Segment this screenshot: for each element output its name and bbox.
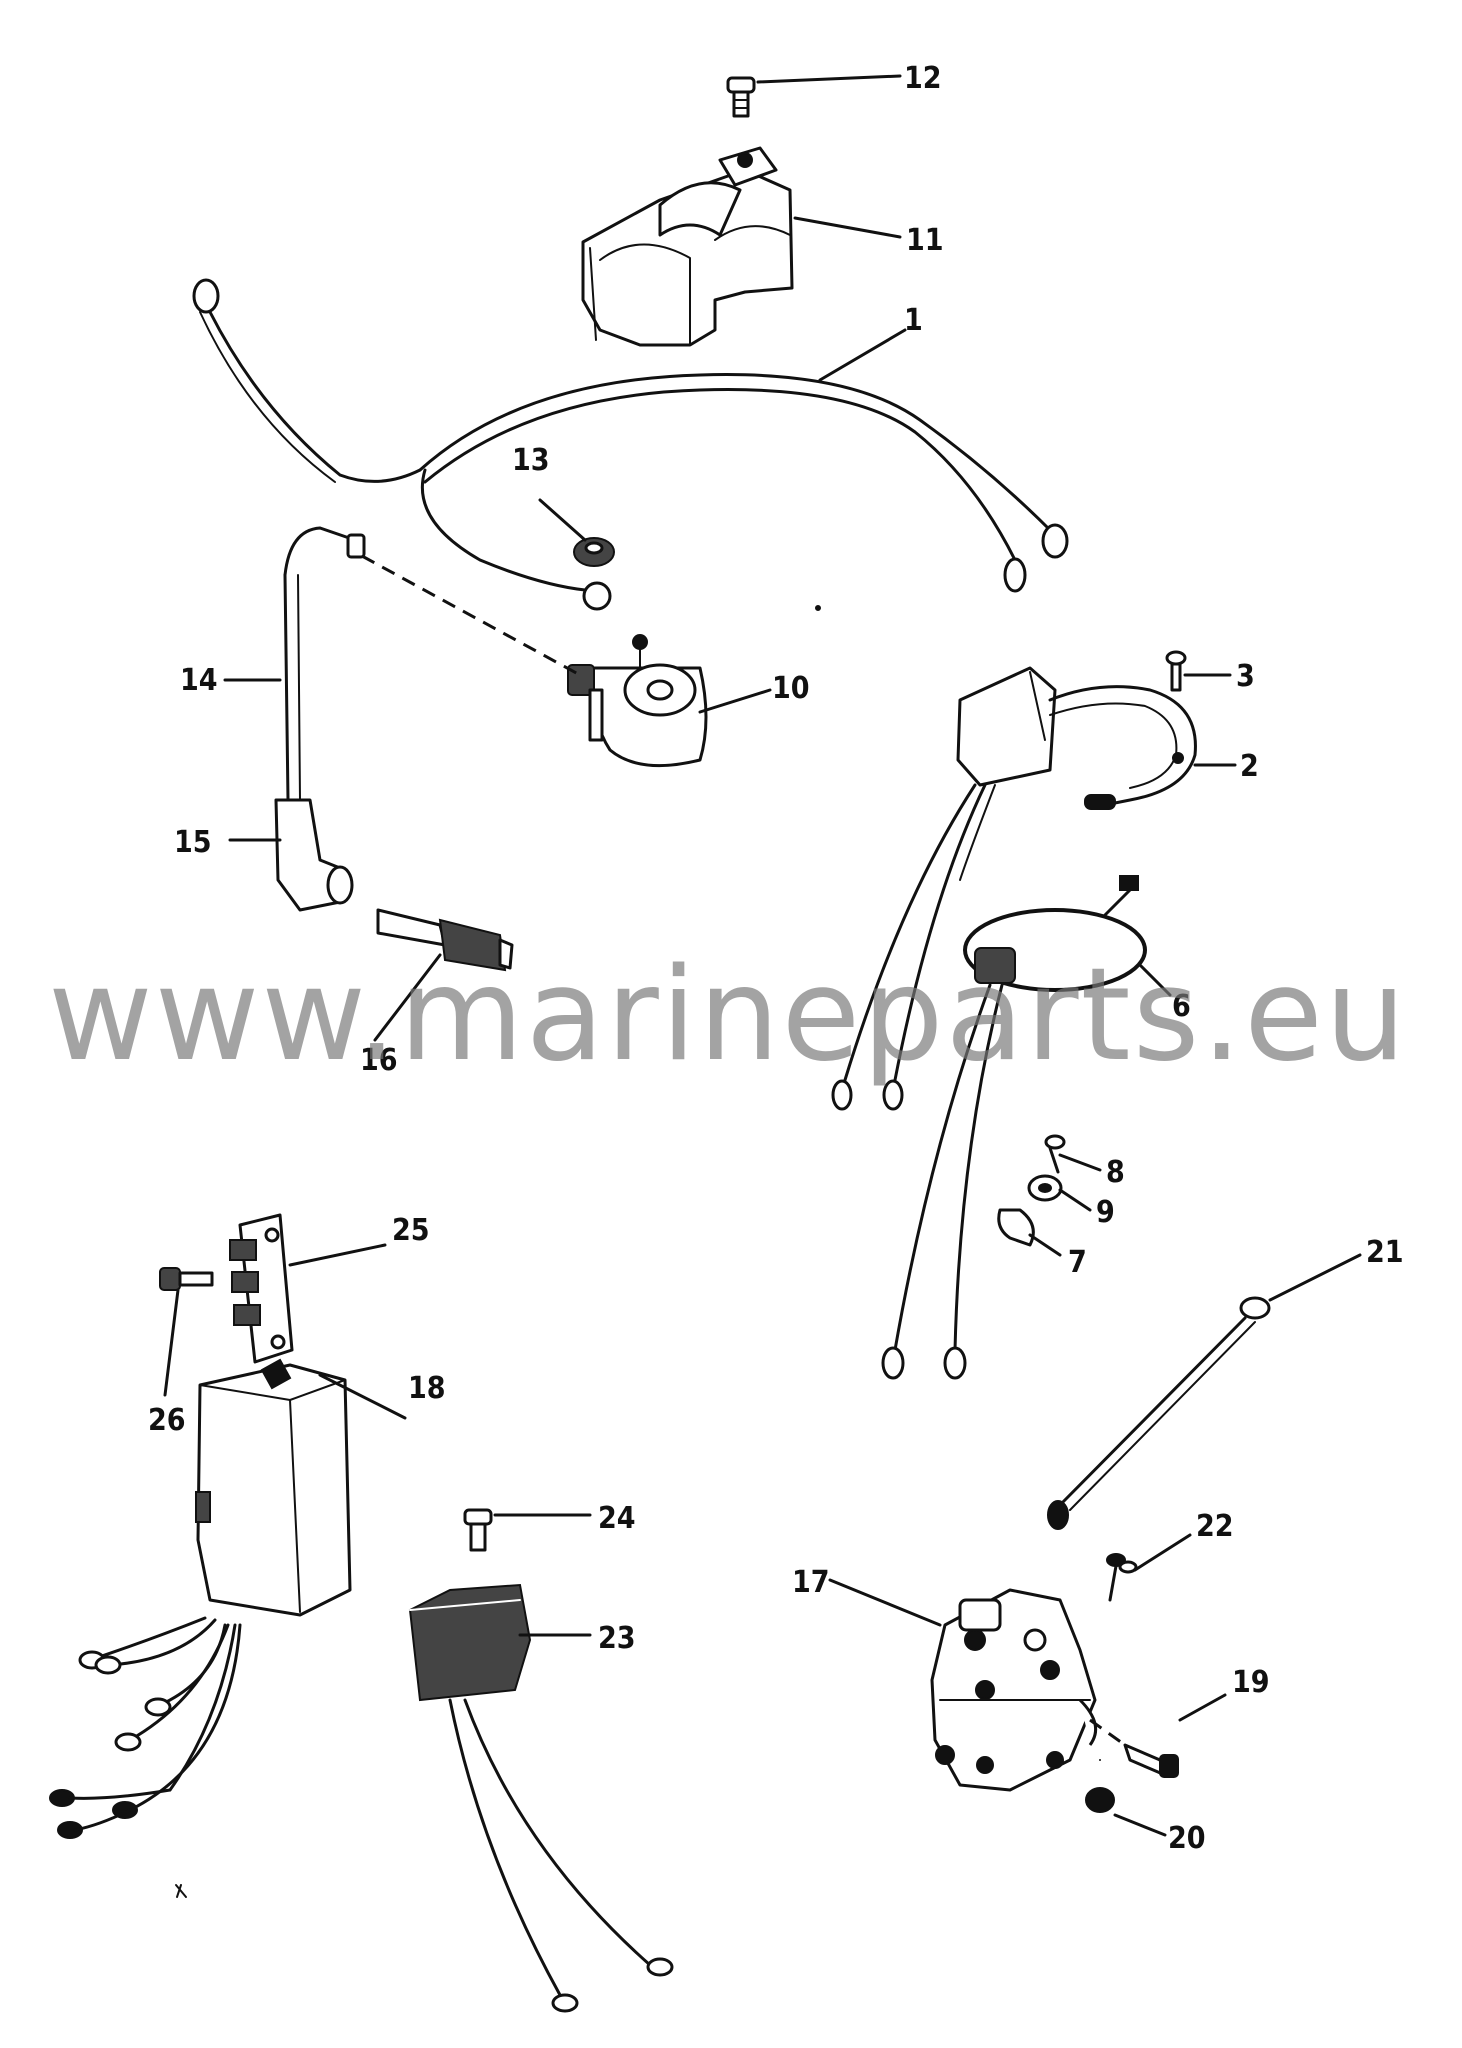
callout-11: 11 [906,223,944,258]
callout-12: 12 [904,61,942,96]
callout-16: 16 [360,1043,398,1078]
callout-20: 20 [1168,1821,1206,1856]
callout-9: 9 [1096,1195,1115,1230]
callout-7: 7 [1068,1245,1087,1280]
part-7-terminal [997,1208,1035,1247]
part-1-wire-harness [192,278,1069,611]
callout-2: 2 [1240,749,1259,784]
part-20-nut [1085,1787,1115,1813]
part-18-switch-box [49,1358,352,1839]
part-10-coil-module [567,634,708,768]
callout-6: 6 [1172,989,1191,1024]
part-14-high-tension-lead [283,526,366,802]
part-15-spark-plug-boot [274,798,354,912]
callout-10: 10 [772,671,810,706]
part-22-screw [1106,1553,1138,1602]
callout-26: 26 [148,1403,186,1438]
part-21-lead [1047,1296,1271,1530]
part-25-terminal-block [229,1213,294,1364]
callout-25: 25 [392,1213,430,1248]
part-3-screw [1165,650,1187,692]
callout-22: 22 [1196,1509,1234,1544]
stray-mark [175,1884,187,1898]
callout-1: 1 [904,303,923,338]
callout-21: 21 [1366,1235,1404,1270]
callout-19: 19 [1232,1665,1270,1700]
part-16-spark-plug [376,908,514,972]
part-8-screw [1044,1134,1066,1174]
stray-dot [815,605,821,611]
callout-13: 13 [512,443,550,478]
callout-15: 15 [174,825,212,860]
leader-lines [163,74,1362,1837]
part-2-trigger-assembly [831,666,1197,1111]
callout-14: 14 [180,663,218,698]
part-11-ignition-coil [581,146,794,347]
callout-23: 23 [598,1621,636,1656]
callout-24: 24 [598,1501,636,1536]
callout-3: 3 [1236,659,1255,694]
part-26-screw [159,1267,214,1291]
part-13-nut [573,537,615,567]
callout-8: 8 [1106,1155,1125,1190]
part-24-screw [463,1508,493,1552]
part-12-screw [726,76,756,118]
callout-numbers: 12 11 1 13 14 10 15 16 3 2 6 8 9 7 25 26… [148,61,1404,1856]
part-9-washer [1027,1174,1063,1202]
dashed-connection-line [361,554,581,677]
part-17-starter-solenoid [930,1588,1101,1792]
part-6-stator-lead [881,875,1147,1380]
part-19-screw [1123,1743,1179,1778]
callout-17: 17 [792,1565,830,1600]
callout-18: 18 [408,1371,446,1406]
part-23-rectifier [408,1583,674,2013]
